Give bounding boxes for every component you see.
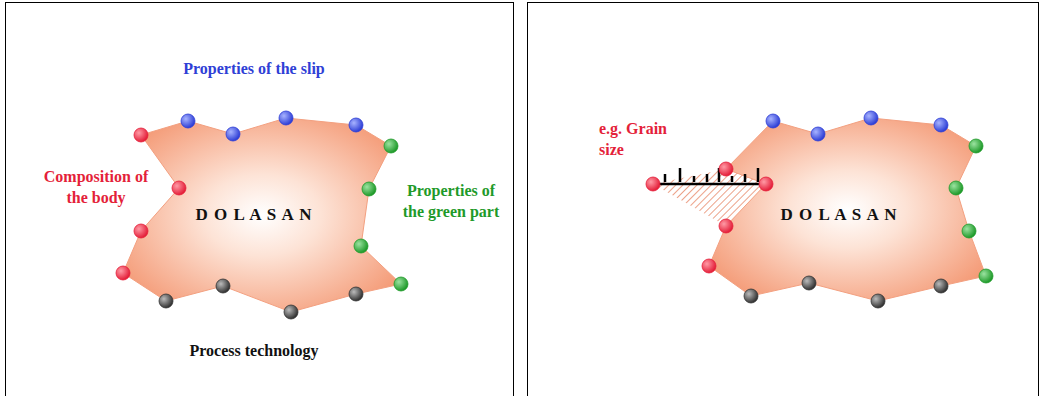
hatched-region (653, 169, 766, 226)
parameter-dot (864, 111, 878, 125)
category-label: Process technology (124, 341, 384, 362)
parameter-dot (216, 279, 230, 293)
material-name: D O L A S A N (781, 205, 898, 225)
scale-tick (744, 174, 747, 182)
parameter-dot (362, 182, 376, 196)
scale-tick (706, 174, 709, 182)
parameter-dot (279, 111, 293, 125)
parameter-dot (979, 269, 993, 283)
scale-tick (693, 176, 696, 182)
scale-tick (757, 168, 760, 182)
parameter-dot (349, 287, 363, 301)
parameter-dot (349, 118, 363, 132)
parameter-dot (134, 128, 148, 142)
figure-panel: e.g. Grain size D O L A S A N (527, 2, 1039, 396)
parameter-dot (159, 294, 173, 308)
parameter-dot (646, 177, 660, 191)
parameter-dot (284, 305, 298, 319)
parameter-dot (719, 162, 733, 176)
parameter-dot (702, 259, 716, 273)
parameter-dot (384, 139, 398, 153)
parameter-dot (802, 276, 816, 290)
parameter-dot (354, 239, 368, 253)
material-name: D O L A S A N (196, 205, 313, 225)
parameter-dot (759, 177, 773, 191)
parameter-dot (766, 114, 780, 128)
parameter-dot (226, 127, 240, 141)
parameter-dot (949, 181, 963, 195)
category-label: Composition of the body (32, 167, 160, 209)
scale-tick (664, 174, 667, 182)
category-label: e.g. Grain size (599, 119, 689, 161)
category-label: Properties of the green part (397, 181, 505, 223)
material-blob: D O L A S A N (641, 106, 998, 313)
scale-bar (653, 183, 766, 186)
material-blob: D O L A S A N (111, 106, 413, 324)
blob-outline (123, 118, 401, 312)
parameter-dot (811, 127, 825, 141)
parameter-dot (969, 139, 983, 153)
parameter-dot (719, 219, 733, 233)
parameter-dot (871, 294, 885, 308)
parameter-dot (394, 277, 408, 291)
figure-panel: Properties of the slipComposition of the… (5, 2, 514, 396)
parameter-dot (134, 224, 148, 238)
category-label: Properties of the slip (124, 59, 384, 80)
scale-tick (731, 176, 734, 182)
parameter-dot (181, 114, 195, 128)
parameter-dot (744, 289, 758, 303)
parameter-dot (962, 224, 976, 238)
parameter-dot (116, 266, 130, 280)
scale-tick (679, 168, 682, 182)
parameter-dot (172, 181, 186, 195)
parameter-dot (934, 279, 948, 293)
parameter-dot (934, 118, 948, 132)
blob-outline (709, 118, 986, 301)
